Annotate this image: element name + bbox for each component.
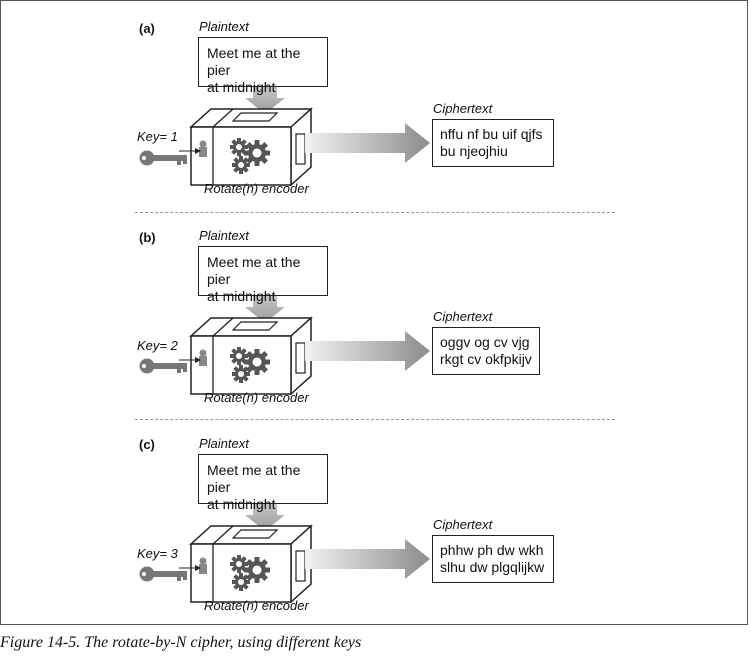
- arrow-icon: [305, 539, 430, 579]
- panel-separator: [135, 419, 615, 420]
- ciphertext-line: phhw ph dw wkh: [440, 542, 544, 558]
- gear-icon: [232, 156, 250, 174]
- plaintext-box: Meet me at the pier at midnight: [198, 246, 328, 304]
- panel-letter: (b): [139, 230, 156, 245]
- plaintext-label: Plaintext: [199, 228, 249, 243]
- plaintext-line: at midnight: [207, 496, 276, 512]
- figure-frame: (a) Plaintext Meet me at the pier at mid…: [0, 0, 748, 625]
- plaintext-box: Meet me at the pier at midnight: [198, 454, 328, 512]
- key-label: Key= 3: [137, 546, 178, 561]
- panel-b-graphics: [139, 295, 430, 395]
- plaintext-line: Meet me at the pier: [207, 462, 301, 495]
- encoder-label: Rotate(n) encoder: [204, 598, 309, 613]
- gear-icon: [232, 365, 250, 383]
- diagram-art: [139, 86, 430, 603]
- ciphertext-line: nffu nf bu uif qjfs: [440, 126, 543, 142]
- ciphertext-box: phhw ph dw wkh slhu dw plgqlijkw: [432, 535, 554, 583]
- ciphertext-label: Ciphertext: [433, 101, 493, 116]
- encoder-label: Rotate(n) encoder: [204, 390, 309, 405]
- ciphertext-line: rkgt cv okfpkijv: [440, 351, 532, 367]
- ciphertext-box: nffu nf bu uif qjfs bu njeojhiu: [432, 119, 554, 167]
- key-label: Key= 1: [137, 129, 178, 144]
- ciphertext-line: slhu dw plgqlijkw: [440, 559, 545, 575]
- gear-icon: [230, 555, 248, 573]
- ciphertext-label: Ciphertext: [433, 517, 493, 532]
- plaintext-line: Meet me at the pier: [207, 45, 301, 78]
- key-label: Key= 2: [137, 338, 178, 353]
- panel-letter: (c): [139, 437, 155, 452]
- gear-icon: [230, 347, 248, 365]
- gear-icon: [244, 349, 270, 375]
- plaintext-box: Meet me at the pier at midnight: [198, 37, 328, 95]
- plaintext-line: Meet me at the pier: [207, 254, 301, 287]
- plaintext-line: at midnight: [207, 79, 276, 95]
- panel-separator: [135, 212, 615, 213]
- ciphertext-line: oggv og cv vjg: [440, 334, 530, 350]
- plaintext-line: at midnight: [207, 288, 276, 304]
- encoder-label: Rotate(n) encoder: [204, 181, 309, 196]
- arrow-icon: [305, 331, 430, 371]
- ciphertext-label: Ciphertext: [433, 309, 493, 324]
- figure-caption: Figure 14-5. The rotate-by-N cipher, usi…: [0, 634, 362, 651]
- plaintext-label: Plaintext: [199, 436, 249, 451]
- plaintext-label: Plaintext: [199, 19, 249, 34]
- ciphertext-line: bu njeojhiu: [440, 143, 508, 159]
- key-icon: [139, 566, 187, 582]
- arrow-icon: [305, 123, 430, 163]
- panel-c-graphics: [139, 503, 430, 603]
- ciphertext-box: oggv og cv vjg rkgt cv okfpkijv: [432, 327, 540, 375]
- gear-icon: [230, 138, 248, 156]
- key-icon: [139, 358, 187, 374]
- key-icon: [139, 150, 187, 166]
- gear-icon: [244, 557, 270, 583]
- panel-letter: (a): [139, 21, 155, 36]
- panel-a-graphics: [139, 86, 430, 186]
- gear-icon: [232, 573, 250, 591]
- gear-icon: [244, 140, 270, 166]
